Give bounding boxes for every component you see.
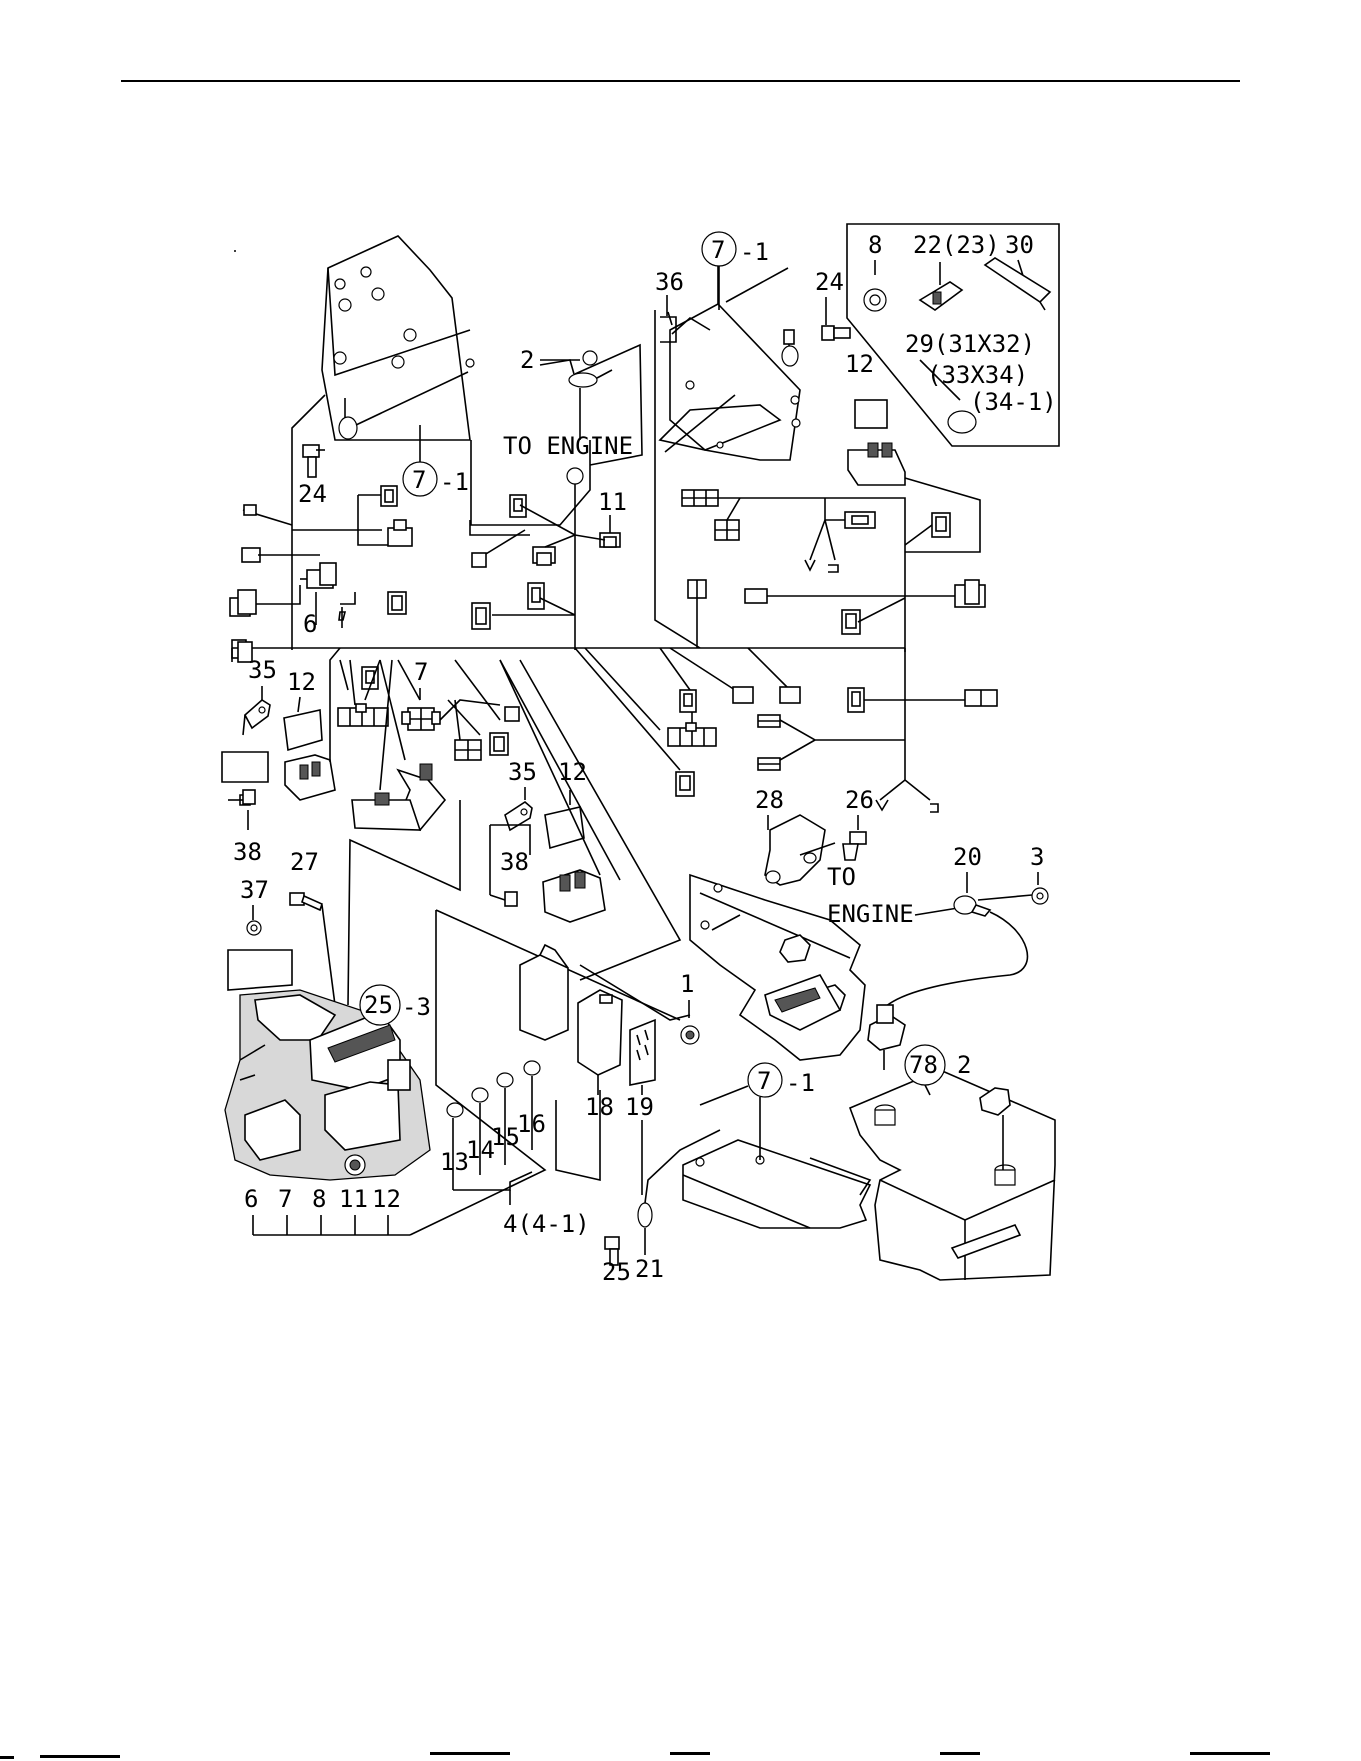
callout-1: 1 <box>680 970 694 998</box>
callout-27: 27 <box>290 848 319 876</box>
frame-assembly-lower-left <box>225 990 430 1180</box>
callout-37: 37 <box>240 876 269 904</box>
to-engine-label-lower-b: ENGINE <box>827 900 914 928</box>
callout-12-center: 12 <box>558 758 587 786</box>
circled-callout-7-1-lower: 7 -1 <box>700 1063 815 1160</box>
svg-text:25: 25 <box>364 991 393 1019</box>
lower-center-bracket <box>683 1140 870 1228</box>
callout-7-center: 7 <box>414 658 428 686</box>
relay-group-center: 35 12 38 <box>490 660 620 922</box>
callout-38-center: 38 <box>500 848 529 876</box>
callout-25: 25 <box>602 1258 631 1286</box>
svg-text:-3: -3 <box>402 993 431 1021</box>
ground-strap: 21 25 <box>602 1130 720 1286</box>
callout-12-left: 12 <box>287 668 316 696</box>
callout-29-b: (33X34) <box>927 361 1028 389</box>
callout-19: 19 <box>625 1093 654 1121</box>
lower-harness <box>232 642 997 812</box>
callout-29: 29(31X32) <box>905 330 1035 358</box>
battery-assembly <box>850 1070 1055 1280</box>
callout-28: 28 <box>755 786 784 814</box>
bottom-left-callouts: 6 7 8 11 12 <box>244 1185 410 1235</box>
callout-30: 30 <box>1005 231 1034 259</box>
callout-8: 8 <box>868 231 882 259</box>
svg-text:-1: -1 <box>740 238 769 266</box>
svg-text:2: 2 <box>957 1051 971 1079</box>
callout-6: 6 <box>303 610 317 638</box>
upper-right-bracket: 36 <box>655 262 800 460</box>
callout-15: 15 <box>491 1123 520 1151</box>
center-connectors: 7 <box>338 658 519 830</box>
callout-38-left: 38 <box>233 838 262 866</box>
circled-callout-25-3: 25 -3 <box>360 985 431 1025</box>
to-engine-lower-group: TO ENGINE 20 3 <box>827 843 1048 1070</box>
callout-36: 36 <box>655 268 684 296</box>
bottom-callout-6: 6 <box>244 1185 258 1213</box>
svg-text:7: 7 <box>412 466 426 494</box>
callout-21: 21 <box>635 1255 664 1283</box>
callout-29-c: (34-1) <box>970 388 1057 416</box>
scan-edge-strip <box>0 1748 1361 1761</box>
callout-26: 26 <box>845 786 874 814</box>
svg-text:7: 7 <box>711 236 725 264</box>
bottom-callout-11: 11 <box>339 1185 368 1213</box>
callout-22-23: 22(23) <box>913 231 1000 259</box>
to-engine-label-lower-a: TO <box>827 863 856 891</box>
callout-35-left: 35 <box>248 656 277 684</box>
callout-11: 11 <box>598 488 627 516</box>
bottom-callout-7: 7 <box>278 1185 292 1213</box>
callout-20: 20 <box>953 843 982 871</box>
callout-4: 4(4-1) <box>503 1210 590 1238</box>
nut-37: 37 <box>228 876 292 990</box>
circled-callout-7-1-top: 7 -1 <box>702 232 769 310</box>
svg-text:78: 78 <box>909 1051 938 1079</box>
caps-13-16: 13 14 15 16 4(4-1) <box>440 1061 590 1238</box>
left-components: 35 12 38 <box>222 648 340 866</box>
callout-24-left: 24 <box>298 480 327 508</box>
bottom-callout-8: 8 <box>312 1185 326 1213</box>
callout-13: 13 <box>440 1148 469 1176</box>
callout-35-center: 35 <box>508 758 537 786</box>
stray-mark <box>234 250 236 252</box>
callout-3: 3 <box>1030 843 1044 871</box>
bolt-icon <box>822 326 850 340</box>
bolt-icon <box>303 445 325 477</box>
to-engine-label-upper: TO ENGINE <box>503 432 633 460</box>
callout-16: 16 <box>517 1110 546 1138</box>
svg-text:-1: -1 <box>440 468 469 496</box>
svg-text:7: 7 <box>757 1067 771 1095</box>
bolt-27: 27 <box>290 848 335 1005</box>
callout-12-top: 12 <box>845 350 874 378</box>
svg-text:-1: -1 <box>786 1069 815 1097</box>
callout-24-right: 24 <box>815 268 844 296</box>
bottom-callout-12: 12 <box>372 1185 401 1213</box>
clamp-28: 28 26 <box>755 786 874 885</box>
callout-2: 2 <box>520 346 534 374</box>
